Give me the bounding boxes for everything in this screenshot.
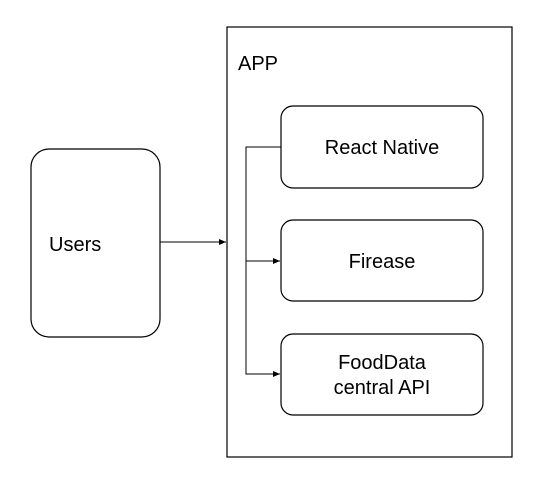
- users-node: Users: [30, 148, 161, 338]
- component-react-native: React Native: [280, 105, 484, 189]
- component-fooddata-api-label-line-2: central API: [334, 377, 431, 399]
- component-fooddata-api-box: [280, 333, 484, 416]
- component-fooddata-api-label-line-1: FoodData: [338, 352, 427, 374]
- component-firease: Firease: [280, 219, 484, 302]
- connectors: [160, 146, 281, 377]
- component-firease-label: Firease: [349, 251, 416, 273]
- component-firease-box: [280, 219, 484, 302]
- users-label: Users: [49, 234, 101, 256]
- component-react-native-label: React Native: [325, 137, 440, 159]
- component-fooddata-api: FoodData central API: [280, 333, 484, 416]
- component-react-native-box: [280, 105, 484, 189]
- users-box: [30, 148, 161, 338]
- app-container-label: APP: [238, 53, 278, 75]
